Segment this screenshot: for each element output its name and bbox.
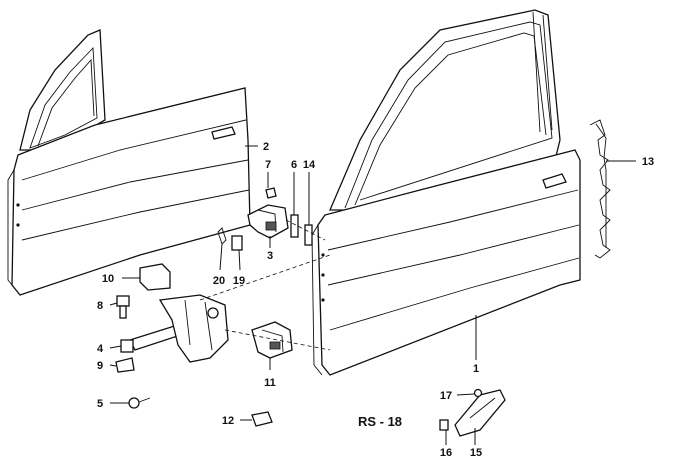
part-11-hinge	[251, 321, 293, 359]
diagram-code: RS - 18	[358, 414, 402, 429]
part-15-bracket	[454, 389, 506, 437]
callout-13: 13	[642, 156, 654, 168]
left-door-shell	[7, 29, 251, 296]
callout-9: 9	[97, 360, 103, 372]
part-5-screw	[128, 397, 151, 409]
callout-17: 17	[440, 390, 452, 402]
callout-19: 19	[233, 275, 245, 287]
part-14-plate	[304, 224, 313, 246]
part-16-clip	[439, 419, 449, 431]
part-9-clip	[115, 357, 135, 373]
part-20-pin	[217, 227, 227, 245]
guide-line-1	[199, 254, 331, 301]
part-6-plate	[290, 214, 299, 238]
part-7-bolt	[265, 187, 277, 199]
part-10-pad	[139, 263, 171, 291]
callout-2: 2	[263, 141, 269, 153]
part-17-nut	[473, 388, 483, 398]
leader-lines	[109, 145, 636, 445]
door-check-link	[129, 294, 229, 363]
callout-6: 6	[291, 159, 297, 171]
callout-5: 5	[97, 398, 103, 410]
callout-4: 4	[97, 343, 104, 355]
callout-1: 1	[473, 363, 479, 375]
callout-7: 7	[265, 159, 271, 171]
callout-3: 3	[267, 250, 273, 262]
callout-11: 11	[264, 377, 276, 389]
part-3-hinge	[247, 204, 289, 239]
part-13-wire	[589, 119, 611, 259]
callout-20: 20	[213, 275, 225, 287]
part-4-bushing	[120, 339, 134, 353]
right-door-shell	[311, 9, 581, 376]
callout-16: 16	[440, 447, 452, 459]
callout-10: 10	[102, 273, 114, 285]
part-19-plate	[231, 235, 243, 251]
guide-line-2	[224, 329, 331, 351]
part-12-cap	[251, 411, 273, 427]
callout-12: 12	[222, 415, 234, 427]
callout-14: 14	[303, 159, 316, 171]
part-8-bolt	[116, 295, 130, 319]
callout-8: 8	[97, 300, 103, 312]
guide-line-3	[285, 219, 326, 241]
callout-15: 15	[470, 447, 482, 459]
